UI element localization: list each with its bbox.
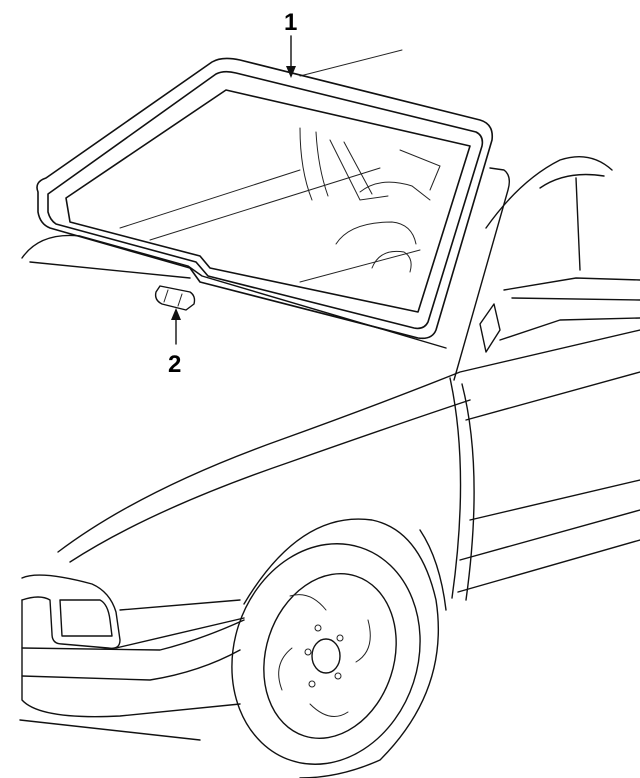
front-end	[19, 574, 245, 741]
front-wheel	[231, 518, 439, 778]
windshield-mid-frame	[47, 70, 484, 330]
mirror-bracket[interactable]	[154, 285, 196, 311]
callout-2-label: 2	[168, 351, 181, 378]
door-frame	[453, 156, 640, 381]
windshield[interactable]	[36, 57, 494, 340]
callout-1: 1	[284, 9, 297, 78]
callout-1-arrowhead	[286, 66, 296, 78]
callout-2-arrowhead	[171, 308, 181, 320]
interior-lines	[119, 127, 441, 283]
body	[57, 329, 640, 611]
callout-2: 2	[168, 308, 181, 378]
windshield-outer-frame	[36, 57, 494, 340]
cowl	[21, 234, 447, 349]
background-line	[299, 49, 403, 77]
windshield-inner-frame	[65, 89, 471, 313]
callout-1-label: 1	[284, 9, 297, 36]
